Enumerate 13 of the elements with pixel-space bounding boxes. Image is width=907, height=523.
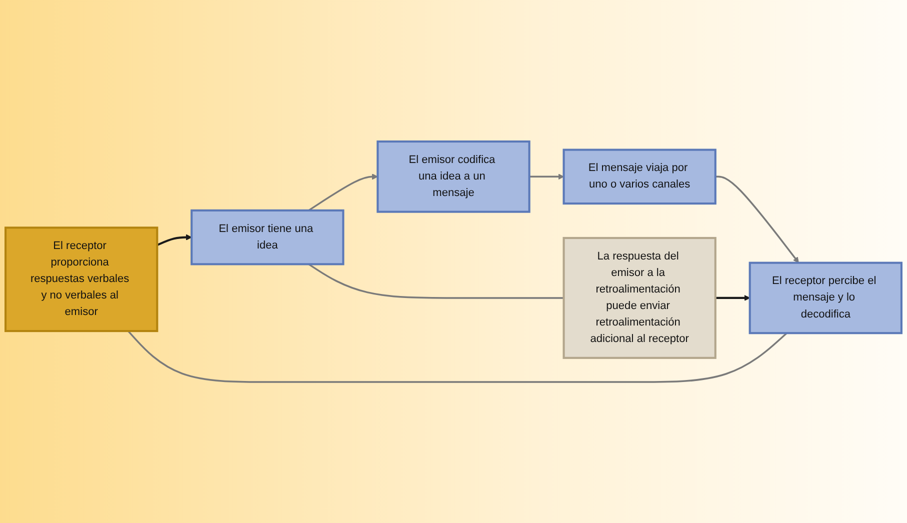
node-box: El emisor tiene una idea	[190, 209, 344, 265]
node-box: La respuesta del emisor a la retroalimentación puede enviar retroalimentación adicional al receptor	[562, 236, 716, 359]
arrow	[529, 173, 564, 180]
arrow	[715, 176, 799, 263]
node-box: El mensaje viaja por uno o varios canales	[562, 148, 716, 204]
node-box: El emisor codifica una idea a un mensaje	[376, 140, 530, 213]
arrow	[156, 234, 192, 246]
node-box: El receptor percibe el mensaje y lo decodifica	[748, 261, 902, 334]
arrow	[308, 173, 378, 211]
arrow	[715, 294, 750, 301]
connector	[128, 330, 788, 383]
node-box: El receptor proporciona respuestas verbales y no verbales al emisor	[4, 226, 158, 332]
connector	[308, 263, 564, 299]
